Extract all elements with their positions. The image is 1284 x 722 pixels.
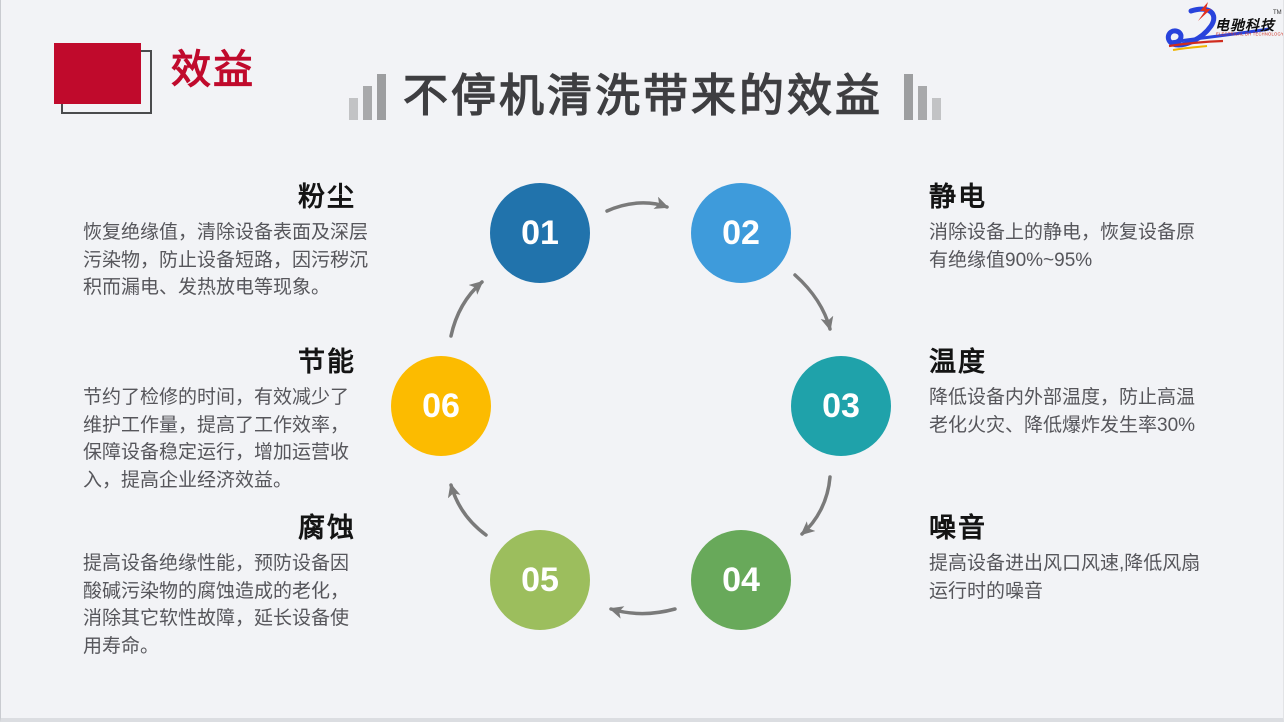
desc-line: 降低设备内外部温度，防止高温 xyxy=(929,387,1196,408)
corner-accent-rect xyxy=(54,43,141,104)
step-number: 06 xyxy=(422,386,460,425)
desc-line: 酸碱污染物的腐蚀造成的老化， xyxy=(83,580,350,602)
benefit-block-corrosion: 腐蚀 提高设备绝缘性能，预防设备因 酸碱污染物的腐蚀造成的老化， 消除其它软性故… xyxy=(83,511,356,660)
descending-bars-icon xyxy=(904,74,941,120)
desc-line: 维护工作量，提高了工作效率， xyxy=(83,414,350,436)
arrow-04-to-05 xyxy=(609,606,677,619)
step-number: 02 xyxy=(722,213,760,252)
logo-tm: TM xyxy=(1273,10,1282,16)
bar-medium xyxy=(918,86,927,120)
benefit-title: 节能 xyxy=(298,347,356,377)
benefit-block-energy-saving: 节能 节约了检修的时间，有效减少了 维护工作量，提高了工作效率， 保障设备稳定运… xyxy=(83,345,356,494)
arrow-06-to-01 xyxy=(449,280,484,338)
desc-line: 保障设备稳定运行，增加运营收 xyxy=(83,442,350,463)
benefit-description: 节约了检修的时间，有效减少了 维护工作量，提高了工作效率， 保障设备稳定运行，增… xyxy=(83,384,356,494)
bar-tall xyxy=(377,74,386,120)
benefit-description: 恢复绝缘值，清除设备表面及深层 污染物，防止设备短路，因污秽沉 积而漏电、发热放… xyxy=(83,219,369,302)
cycle-step-04: 04 xyxy=(691,530,791,630)
cycle-step-05: 05 xyxy=(490,530,590,630)
benefit-description: 消除设备上的静电，恢复设备原 有绝缘值90%~95% xyxy=(929,219,1239,274)
desc-line: 污染物，防止设备短路，因污秽沉 xyxy=(83,249,369,271)
desc-line: 积而漏电、发热放电等现象。 xyxy=(83,277,331,298)
desc-line: 老化火灾、降低爆炸发生率30% xyxy=(929,414,1196,436)
bar-tall xyxy=(904,74,913,120)
arrow-05-to-06 xyxy=(447,483,488,537)
benefit-title: 粉尘 xyxy=(298,182,356,212)
desc-line: 入，提高企业经济效益。 xyxy=(83,469,293,491)
benefit-title: 温度 xyxy=(929,347,987,377)
cycle-step-02: 02 xyxy=(691,183,791,283)
cycle-step-06: 06 xyxy=(391,356,491,456)
bar-short xyxy=(932,98,941,120)
desc-line: 消除设备上的静电，恢复设备原 xyxy=(929,222,1196,243)
page-title: 不停机清洗带来的效益 xyxy=(403,70,884,121)
benefit-description: 降低设备内外部温度，防止高温 老化火灾、降低爆炸发生率30% xyxy=(929,384,1239,439)
bar-medium xyxy=(363,86,372,120)
step-number: 03 xyxy=(822,386,860,425)
ascending-bars-icon xyxy=(349,74,386,120)
benefit-title: 噪音 xyxy=(929,513,987,543)
step-number: 01 xyxy=(521,213,559,252)
desc-line: 消除其它软性故障，延长设备使 xyxy=(83,608,350,629)
desc-line: 运行时的噪音 xyxy=(929,580,1044,602)
arrow-01-to-02 xyxy=(605,196,669,213)
desc-line: 用寿命。 xyxy=(83,635,160,657)
benefit-block-noise: 噪音 提高设备进出风口风速,降低风扇 运行时的噪音 xyxy=(929,511,1239,605)
benefit-title: 静电 xyxy=(929,182,987,212)
cycle-step-01: 01 xyxy=(490,183,590,283)
step-number: 04 xyxy=(722,560,760,599)
logo-stripe-red xyxy=(1168,39,1224,48)
logo-swoosh xyxy=(1165,6,1217,48)
desc-line: 恢复绝缘值，清除设备表面及深层 xyxy=(83,222,369,243)
logo-stripe-yellow xyxy=(1172,45,1208,51)
desc-line: 提高设备进出风口风速,降低风扇 xyxy=(929,553,1201,574)
desc-line: 有绝缘值90%~95% xyxy=(929,249,1093,271)
desc-line: 节约了检修的时间，有效减少了 xyxy=(83,387,350,408)
logo-tagline: ELECTRICAL DH TECHNOLOGY xyxy=(1216,32,1284,37)
cycle-step-03: 03 xyxy=(791,356,891,456)
arrow-03-to-04 xyxy=(800,475,832,536)
logo-mark-icon xyxy=(1165,2,1270,51)
corner-label: 效益 xyxy=(171,48,255,92)
benefit-block-static: 静电 消除设备上的静电，恢复设备原 有绝缘值90%~95% xyxy=(929,180,1239,274)
desc-line: 提高设备绝缘性能，预防设备因 xyxy=(83,553,350,574)
step-number: 05 xyxy=(521,560,559,599)
benefit-block-temperature: 温度 降低设备内外部温度，防止高温 老化火灾、降低爆炸发生率30% xyxy=(929,345,1239,439)
benefit-block-dust: 粉尘 恢复绝缘值，清除设备表面及深层 污染物，防止设备短路，因污秽沉 积而漏电、… xyxy=(83,180,369,302)
logo-brand-text: 电驰科技 xyxy=(1215,19,1275,34)
benefit-description: 提高设备绝缘性能，预防设备因 酸碱污染物的腐蚀造成的老化， 消除其它软性故障，延… xyxy=(83,550,356,660)
benefit-description: 提高设备进出风口风速,降低风扇 运行时的噪音 xyxy=(929,550,1239,605)
brand-logo: 电驰科技 TM ELECTRICAL DH TECHNOLOGY xyxy=(1157,2,1283,54)
arrow-02-to-03 xyxy=(793,273,834,331)
benefit-title: 腐蚀 xyxy=(298,513,356,543)
bar-short xyxy=(349,98,358,120)
logo-stripe-blue xyxy=(1170,27,1270,44)
